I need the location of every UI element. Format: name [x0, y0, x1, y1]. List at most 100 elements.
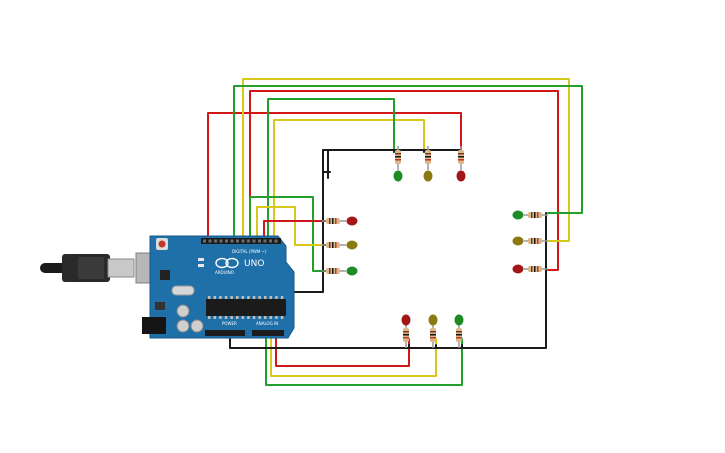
chip-pin	[247, 316, 250, 319]
chip-pin	[264, 296, 267, 299]
wire-left-yellow[interactable]	[256, 206, 323, 246]
board-logo-text: UNO	[244, 259, 264, 269]
power-header-label: POWER	[222, 321, 237, 326]
power-header	[205, 330, 245, 336]
digital-pin[interactable]	[269, 239, 272, 243]
resistor-band	[403, 334, 409, 336]
reset-button-cap	[158, 240, 166, 248]
analog-header	[252, 330, 284, 336]
led-red[interactable]	[401, 314, 411, 326]
usb-plug-grip	[78, 257, 104, 279]
digital-pin[interactable]	[203, 239, 206, 243]
usb-chip	[160, 270, 170, 280]
resistor-band	[335, 218, 337, 224]
chip-pin	[241, 296, 245, 299]
resistor-band	[456, 337, 462, 339]
digital-pin[interactable]	[225, 239, 228, 243]
led-l-indicator	[198, 258, 204, 261]
digital-pin[interactable]	[214, 239, 217, 243]
digital-pin[interactable]	[258, 239, 261, 243]
wire-ground[interactable]	[204, 149, 547, 349]
resistor-band	[425, 156, 431, 158]
wire-right-green[interactable]	[233, 85, 583, 239]
resistor-band	[531, 266, 533, 272]
led-yellow[interactable]	[428, 314, 438, 326]
resistor-band	[329, 218, 331, 224]
led-yellow[interactable]	[512, 236, 524, 246]
wire-top-yellow[interactable]	[273, 119, 425, 239]
resistor-band	[430, 331, 436, 333]
chip-pin	[236, 316, 239, 319]
resistor-band	[534, 266, 536, 272]
arduino-logo	[215, 257, 239, 269]
wire-right-red[interactable]	[249, 90, 559, 271]
led-green[interactable]	[454, 314, 464, 326]
resistor-band	[537, 266, 539, 272]
resistor-band	[332, 268, 334, 274]
digital-pin[interactable]	[274, 239, 278, 243]
chip-pin	[219, 316, 222, 319]
wire-right-yellow[interactable]	[242, 78, 570, 242]
arduino-board[interactable]: DIGITAL (PWM ~) UNO ARDUINO POWER ANALOG…	[142, 235, 295, 339]
chip-pin	[230, 296, 233, 299]
chip-pin	[275, 296, 278, 299]
chip-pin	[269, 316, 273, 319]
wire-top-red[interactable]	[207, 112, 462, 239]
analog-header-label: ANALOG IN	[256, 321, 278, 326]
resistor-band	[534, 212, 536, 218]
resistor-band	[458, 159, 464, 161]
resistor-band	[531, 238, 533, 244]
resistor-band	[537, 212, 539, 218]
chip-pin	[208, 316, 211, 319]
resistor-band	[534, 238, 536, 244]
digital-pin[interactable]	[241, 239, 245, 243]
wire-ground-bottom-return[interactable]	[408, 344, 463, 349]
wire-left-green[interactable]	[249, 196, 323, 272]
resistor-band	[430, 334, 436, 336]
resistor-band	[537, 238, 539, 244]
traffic-light-top	[393, 146, 466, 182]
digital-pin[interactable]	[252, 239, 256, 243]
digital-pin[interactable]	[247, 239, 250, 243]
chip-pin	[247, 296, 250, 299]
chip-pin	[219, 296, 222, 299]
led-yellow[interactable]	[423, 170, 433, 182]
wire-ground-top-return[interactable]	[327, 149, 425, 179]
led-red[interactable]	[456, 170, 466, 182]
resistor-band	[425, 159, 431, 161]
resistor-band	[531, 212, 533, 218]
digital-pin[interactable]	[230, 239, 234, 243]
chip-pin	[236, 296, 239, 299]
led-green[interactable]	[346, 266, 358, 276]
chip-pin	[213, 296, 217, 299]
led-red[interactable]	[346, 216, 358, 226]
wire-left-red[interactable]	[263, 220, 323, 239]
led-red[interactable]	[512, 264, 524, 274]
resistor-band	[403, 337, 409, 339]
capacitor-3	[190, 319, 204, 333]
led-green[interactable]	[512, 210, 524, 220]
resistor-band	[403, 331, 409, 333]
wire-bottom-yellow[interactable]	[270, 337, 437, 377]
wire-top-green[interactable]	[267, 98, 395, 239]
chip-pin	[224, 316, 228, 319]
chip-pin	[264, 316, 267, 319]
resistor-band	[329, 242, 331, 248]
led-green[interactable]	[393, 170, 403, 182]
usb-plug-metal	[107, 258, 135, 278]
wire-bottom-green[interactable]	[265, 337, 463, 386]
led-yellow[interactable]	[346, 240, 358, 250]
digital-pin[interactable]	[219, 239, 223, 243]
digital-pin[interactable]	[263, 239, 267, 243]
resistor-band	[395, 156, 401, 158]
digital-pin[interactable]	[208, 239, 212, 243]
board-brand-text: ARDUINO	[215, 270, 234, 275]
chip-pin	[275, 316, 278, 319]
digital-pin[interactable]	[236, 239, 239, 243]
resistor-band	[458, 156, 464, 158]
resistor-band	[332, 242, 334, 248]
chip-pin	[280, 296, 284, 299]
wire-bottom-red[interactable]	[275, 337, 410, 367]
chip-pin	[208, 296, 211, 299]
capacitor-2	[176, 319, 190, 333]
